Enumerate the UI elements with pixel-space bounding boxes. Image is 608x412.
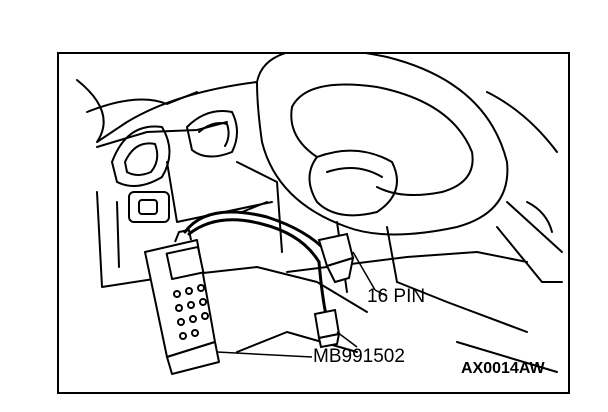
figure-code: AX0014AW — [461, 360, 545, 377]
diagram-frame — [57, 52, 570, 394]
scan-tool-device — [144, 229, 220, 375]
connector-label: 16 PIN — [367, 286, 426, 307]
leader-lines — [216, 251, 388, 358]
tool-label: MB991502 — [313, 346, 405, 367]
dashboard-illustration — [57, 52, 570, 394]
connector-16pin — [317, 232, 355, 284]
